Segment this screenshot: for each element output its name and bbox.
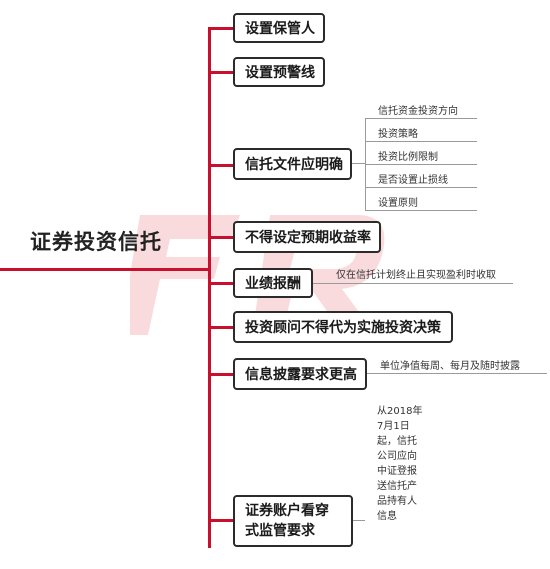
sub-connector <box>352 163 366 164</box>
branch-node: 信息披露要求更高 <box>233 358 367 390</box>
connector <box>208 71 233 74</box>
note-line: 起，信托 <box>377 436 417 447</box>
connector <box>208 164 233 167</box>
sub-underline <box>365 118 477 119</box>
branch-node: 设置保管人 <box>233 13 325 43</box>
note-underline <box>313 283 513 284</box>
branch-node: 信托文件应明确 <box>233 148 352 180</box>
note-line: 送信托产 <box>377 481 417 492</box>
branch-label: 投资顾问不得代为实施投资决策 <box>245 320 441 336</box>
note-line: 公司应向 <box>377 451 417 462</box>
branch-label: 不得设定预期收益率 <box>245 230 371 246</box>
branch-label: 业绩报酬 <box>245 276 301 292</box>
root-title: 证券投资信托 <box>30 230 162 254</box>
branch-label: 证券账户看穿式监管要求 <box>245 503 329 539</box>
connector <box>208 282 233 285</box>
note-underline <box>367 373 547 374</box>
note-text: 仅在信托计划终止且实现盈利时收取 <box>336 270 496 281</box>
root-connector <box>0 268 210 271</box>
branch-node: 证券账户看穿式监管要求 <box>233 495 353 547</box>
note-connector <box>353 520 365 521</box>
sub-underline <box>365 187 477 188</box>
branch-label: 信息披露要求更高 <box>245 367 357 383</box>
note-line: 从2018年 <box>377 406 423 417</box>
note-line: 品持有人 <box>377 496 417 507</box>
note-line: 7月1日 <box>377 421 410 432</box>
connector <box>208 519 233 522</box>
branch-node: 不得设定预期收益率 <box>233 221 381 253</box>
sub-item: 投资策略 <box>378 129 418 140</box>
sub-item: 设置原则 <box>378 198 418 209</box>
sub-underline <box>365 141 477 142</box>
trunk-line <box>208 28 211 548</box>
sub-underline <box>365 210 477 211</box>
note-line: 中证登报 <box>377 466 417 477</box>
connector <box>208 373 233 376</box>
note-block: 从2018年 7月1日 起，信托 公司应向 中证登报 送信托产 品持有人 信息 <box>377 404 433 524</box>
branch-node: 业绩报酬 <box>233 268 313 298</box>
branch-label: 设置保管人 <box>245 21 315 37</box>
note-line: 信息 <box>377 511 397 522</box>
branch-label: 设置预警线 <box>245 65 315 81</box>
sub-underline <box>365 164 477 165</box>
branch-label: 信托文件应明确 <box>245 157 343 173</box>
note-text: 单位净值每周、每月及随时披露 <box>380 361 520 372</box>
branch-node: 投资顾问不得代为实施投资决策 <box>233 311 453 343</box>
sub-item: 是否设置止损线 <box>378 175 448 186</box>
connector <box>208 27 233 30</box>
connector <box>208 236 233 239</box>
connector <box>208 326 233 329</box>
sub-item: 信托资金投资方向 <box>378 106 458 117</box>
sub-item: 投资比例限制 <box>378 152 438 163</box>
branch-node: 设置预警线 <box>233 57 325 87</box>
